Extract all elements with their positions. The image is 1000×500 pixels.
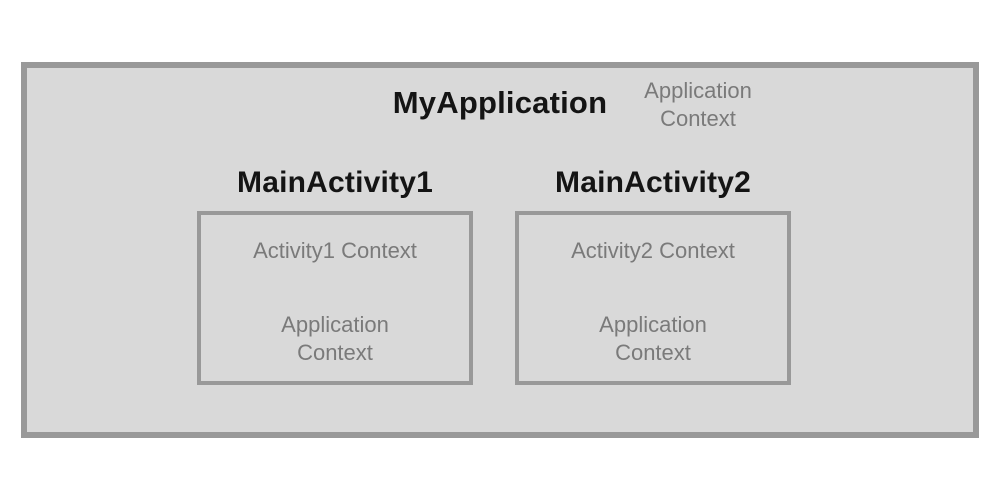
- activity1-context-label: Activity1 Context: [253, 238, 417, 263]
- activity2-context-box: Activity2 Context Application Context: [515, 211, 791, 385]
- activity2-context-label: Activity2 Context: [571, 238, 735, 263]
- activity1-context-box: Activity1 Context Application Context: [197, 211, 473, 385]
- activity2-name: MainActivity2: [555, 166, 751, 199]
- activity-group-1: MainActivity1 Activity1 Context Applicat…: [197, 164, 473, 385]
- application-name: MyApplication: [392, 85, 608, 120]
- activity1-name: MainActivity1: [237, 166, 433, 199]
- activity1-application-context-label: Application Context: [281, 312, 389, 365]
- application-box: MyApplication Application Context MainAc…: [21, 62, 979, 438]
- application-context-label: Application Context: [644, 78, 752, 131]
- activity-group-2: MainActivity2 Activity2 Context Applicat…: [515, 164, 791, 385]
- activity2-application-context-label: Application Context: [599, 312, 707, 365]
